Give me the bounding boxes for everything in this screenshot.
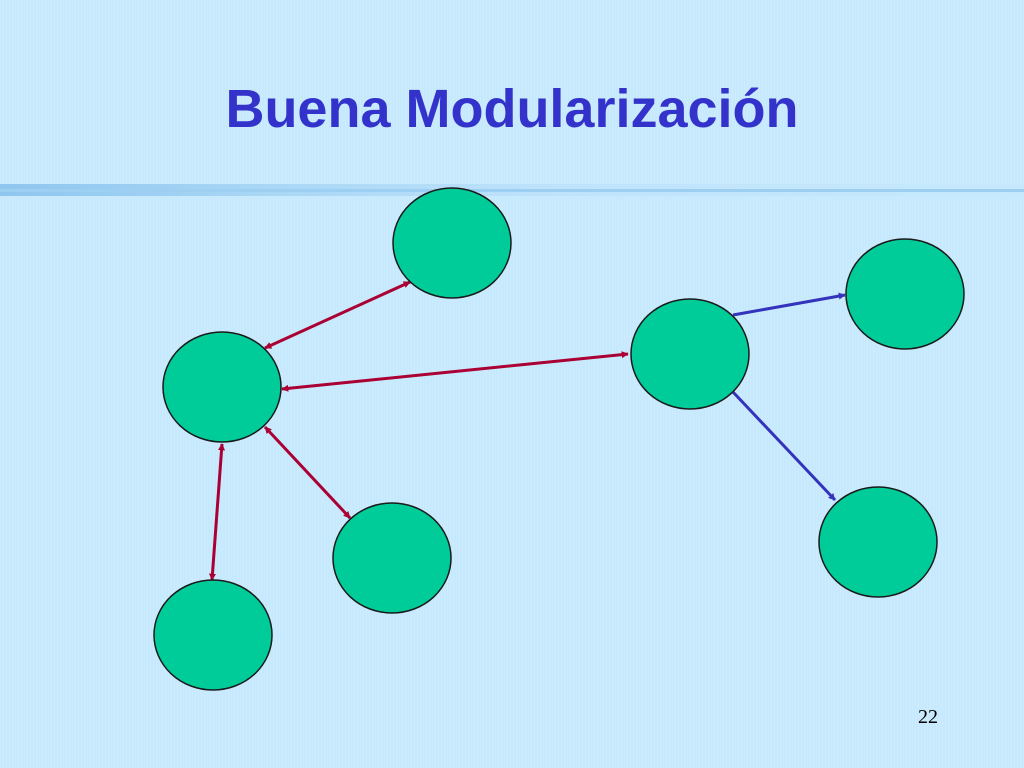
module-node [153,579,273,691]
module-node [392,187,512,299]
edge-n1-n2 [264,280,411,350]
edge-n1-n4 [263,425,352,520]
edge-n3-n6 [732,292,846,317]
edge-n1-n3 [281,351,629,392]
title-divider-line [0,189,1024,192]
edge-n3-n7 [731,390,837,502]
module-node [162,331,282,443]
module-node [630,298,750,410]
module-node [818,486,938,598]
page-number: 22 [918,706,938,728]
module-node [845,238,965,350]
slide-title: Buena Modularización [225,79,799,139]
module-node [332,502,452,614]
edge-n1-n5 [208,443,226,581]
